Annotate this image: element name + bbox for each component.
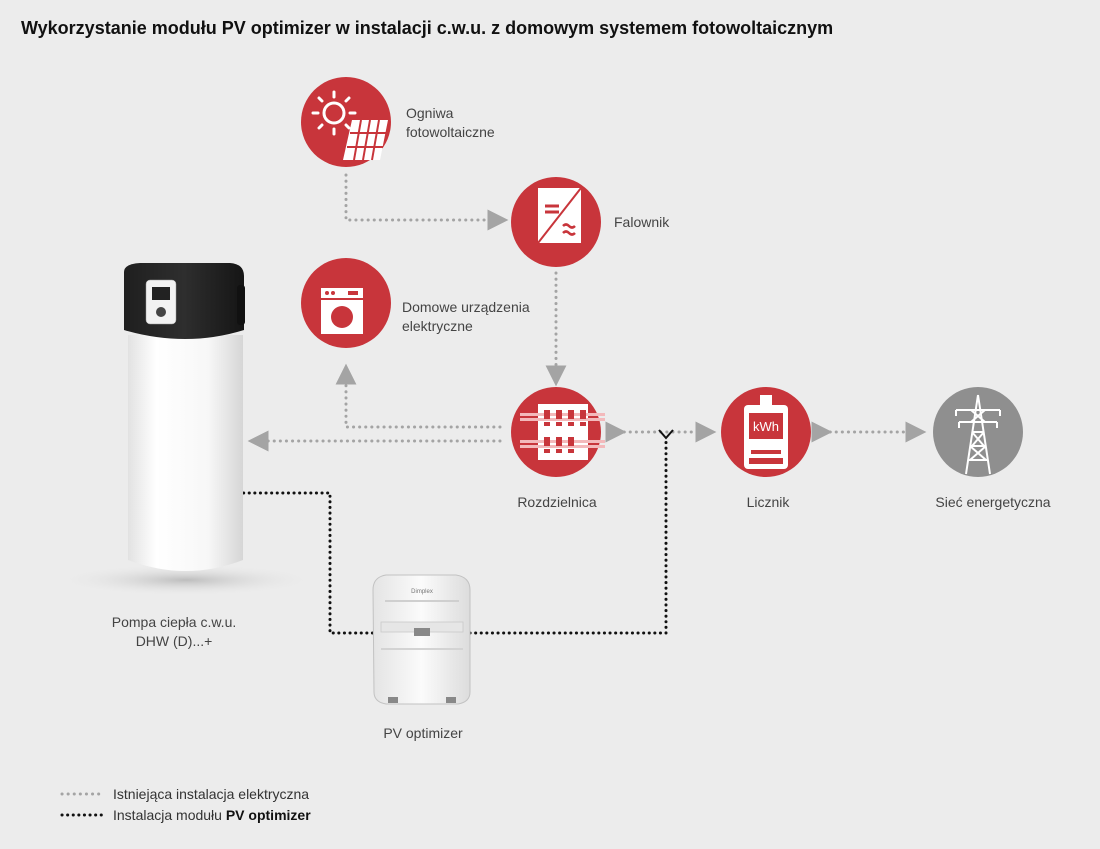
link-pv-to-inverter [344,173,509,231]
link-switchboard-to-appliances [335,363,502,429]
washing-machine-icon [321,288,363,334]
page-title: Wykorzystanie modułu PV optimizer w inst… [21,18,834,38]
node-grid [933,387,1023,477]
electricity-meter-icon: kWh [744,395,788,469]
legend-existing-label: Istniejąca instalacja elektryczna [113,786,310,802]
label-pv-optimizer: PV optimizer [383,725,463,741]
sun-solar-panel-icon [311,90,388,161]
label-appliances: Domowe urządzenia elektryczne [402,298,530,336]
heat-pump-unit [56,263,316,596]
power-pylon-icon [955,394,1001,475]
node-inverter [511,177,601,267]
legend-module-prefix: Instalacja modułu [113,807,226,823]
node-switchboard [511,387,605,477]
optimizer-brand: Dimplex [411,589,433,595]
label-heat-pump: Pompa ciepła c.w.u. DHW (D)...+ [112,613,237,651]
label-grid: Sieć energetyczna [935,494,1051,510]
label-pv-cells-line2: fotowoltaiczne [406,124,495,140]
node-pv-cells [301,77,391,167]
switchboard-breakers-icon [520,404,605,460]
existing-connections [247,173,927,452]
inverter-dc-ac-icon [537,187,582,244]
pv-optimizer-device: Dimplex [372,574,471,705]
link-heatpump-to-optimizer [236,491,382,635]
label-heat-pump-line1: Pompa ciepła c.w.u. [111,614,237,630]
meter-display-text: kWh [753,419,779,434]
junction-marker [658,429,674,440]
label-meter: Licznik [746,494,790,510]
legend-black-dots-icon [60,813,104,817]
label-appliances-line1: Domowe urządzenia [402,299,530,315]
node-meter: kWh [721,387,811,477]
legend-module-bold: PV optimizer [225,807,311,823]
label-switchboard: Rozdzielnica [517,494,597,510]
link-optimizer-to-line [468,436,668,635]
label-pv-cells: Ogniwa fotowoltaiczne [406,104,495,142]
legend-module: Instalacja modułu PV optimizer [60,807,311,823]
heat-pump-control-panel [145,279,177,325]
label-appliances-line2: elektryczne [402,318,473,334]
node-appliances [301,258,391,348]
label-heat-pump-line2: DHW (D)...+ [135,633,213,649]
legend-module-label: Instalacja modułu PV optimizer [113,807,311,823]
label-inverter: Falownik [614,214,670,230]
label-pv-cells-line1: Ogniwa [406,105,454,121]
legend-grey-dots-icon [60,792,104,796]
module-connections [236,436,668,635]
legend-existing: Istniejąca instalacja elektryczna [60,786,309,802]
